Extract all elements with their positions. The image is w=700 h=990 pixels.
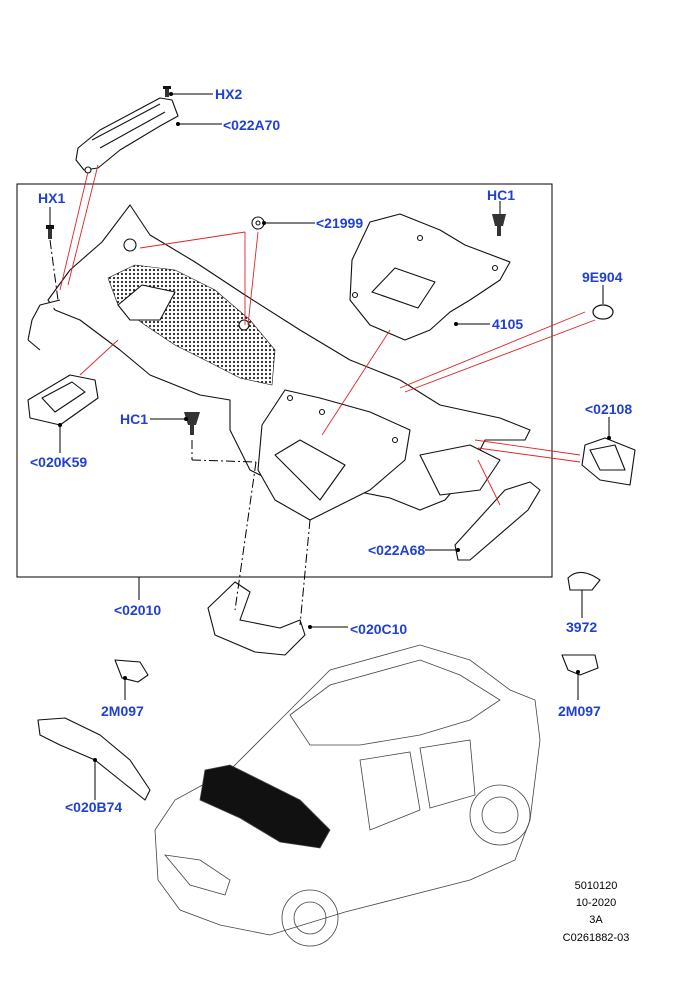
footer-line-4: C0261882-03 — [563, 932, 630, 944]
footer-line-2: 10-2020 — [576, 897, 616, 909]
vehicle-illustration — [154, 644, 541, 947]
callout-020K59: <020K59 — [30, 454, 87, 470]
strip-022A68 — [454, 481, 541, 561]
footer-line-1: 5010120 — [575, 880, 618, 892]
callout-hc1-top: HC1 — [487, 187, 515, 203]
callout-hc1-mid: HC1 — [120, 411, 148, 427]
cover-020K59 — [27, 374, 99, 426]
callout-9E904: 9E904 — [582, 269, 623, 285]
clip-hc1-top — [492, 214, 506, 236]
screw-hx1 — [46, 225, 54, 239]
callout-3972: 3972 — [566, 619, 597, 635]
screw-hx2 — [163, 86, 171, 97]
clip-2M097-left — [114, 659, 149, 683]
callout-4105: 4105 — [492, 316, 523, 332]
leader-dots — [58, 92, 611, 762]
grommet-9E904 — [592, 304, 614, 320]
clip-2M097-right — [561, 654, 599, 676]
cover-lower — [257, 389, 411, 521]
callout-020B74: <020B74 — [65, 799, 122, 815]
callout-02010: <02010 — [114, 602, 161, 618]
footer-info: 5010120 10-2020 3A C0261882-03 — [563, 880, 630, 944]
callout-hx2: HX2 — [215, 86, 242, 102]
bracket-020C10 — [207, 581, 306, 656]
assembly-lines — [49, 239, 311, 626]
cover-4105 — [349, 213, 511, 341]
clip-hc1-mid — [184, 412, 200, 435]
callout-020C10: <020C10 — [350, 621, 407, 637]
leader-lines — [49, 93, 610, 800]
callout-2M097-left: 2M097 — [101, 703, 144, 719]
wiring-harness — [27, 299, 61, 351]
callout-2M097-right: 2M097 — [558, 703, 601, 719]
bracket-02108 — [581, 437, 636, 486]
callout-21999: <21999 — [316, 215, 363, 231]
cowl-extension-022A70 — [75, 97, 179, 174]
callout-022A68: <022A68 — [368, 542, 425, 558]
callout-022A70: <022A70 — [223, 117, 280, 133]
callout-hx1: HX1 — [38, 190, 65, 206]
cap-3972 — [567, 571, 601, 591]
assembly-frame — [16, 183, 553, 578]
footer-line-3: 3A — [589, 914, 603, 926]
red-leader-lines — [59, 164, 596, 506]
callouts: HX2 <022A70 HX1 HC1 <21999 9E904 4105 <0… — [30, 86, 632, 815]
callout-02108: <02108 — [585, 401, 632, 417]
